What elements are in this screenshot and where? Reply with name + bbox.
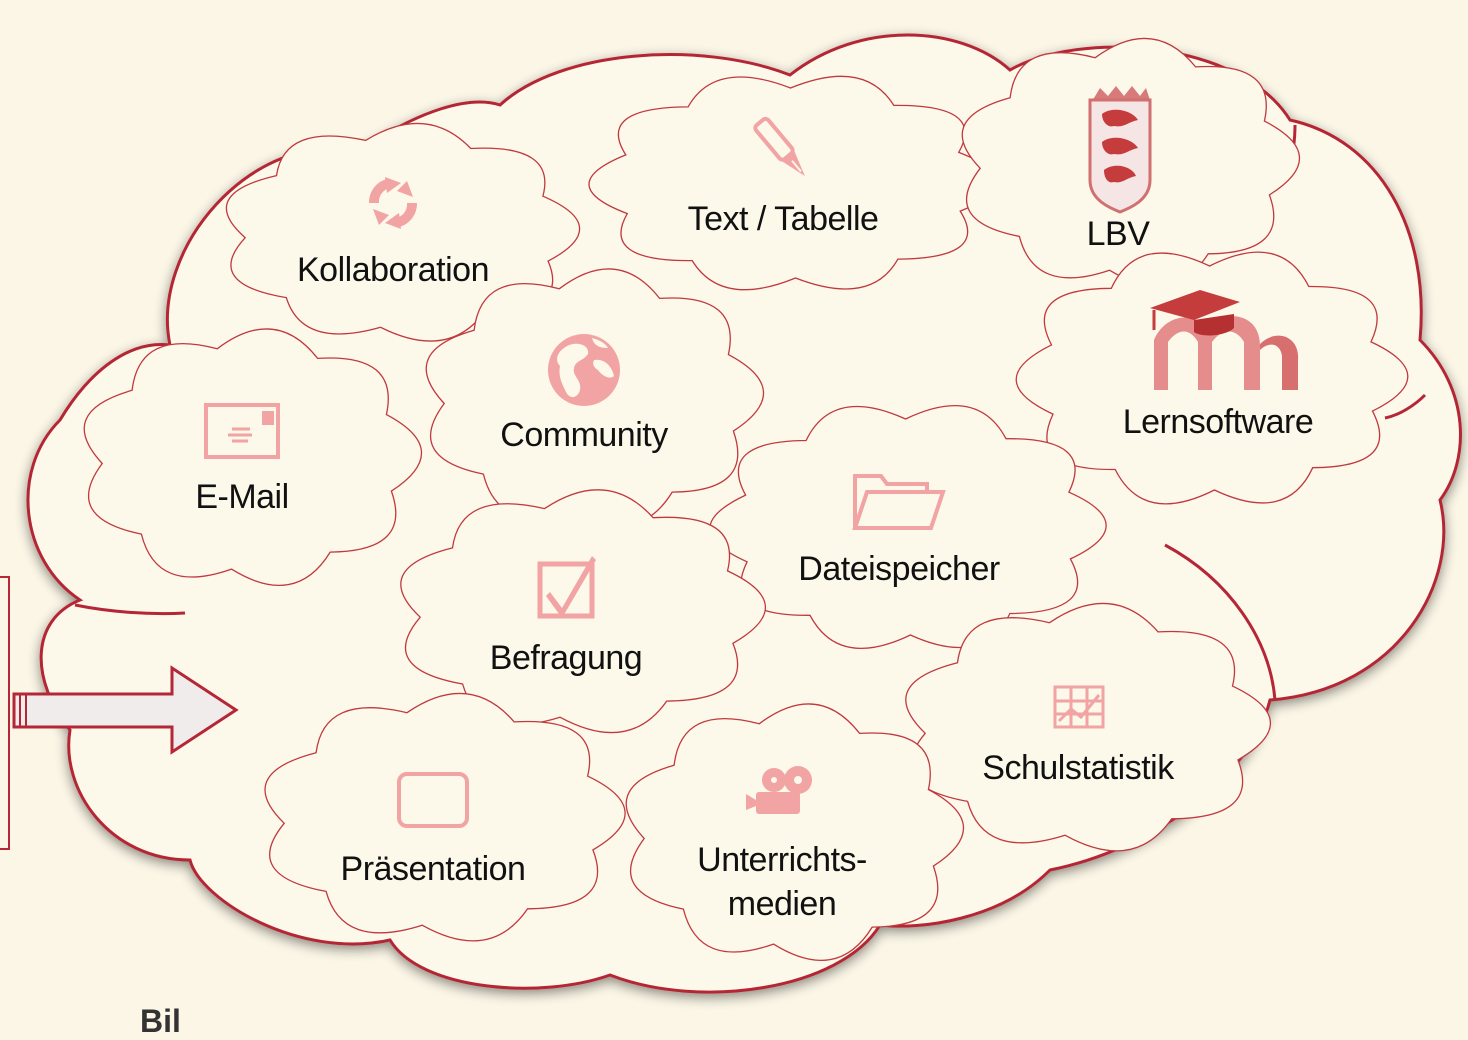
- label-schulstatistik: Schulstatistik: [982, 749, 1174, 787]
- small-cloud-text-tabelle: [588, 75, 998, 291]
- label-unterrichtsmedien: Unterrichts- medien: [697, 838, 867, 926]
- left-frame-edge: [0, 576, 10, 850]
- moodle-logo-icon: [1150, 290, 1299, 390]
- fountain-pen-icon: [753, 116, 805, 177]
- right-arrow-icon: [12, 665, 239, 755]
- globe-icon: [548, 334, 620, 406]
- chart-grid-icon: [1053, 685, 1105, 729]
- coat-of-arms-icon: [1088, 86, 1152, 214]
- label-unterrichtsmedien-line2: medien: [727, 885, 837, 923]
- cloud-diagram: [12, 33, 1462, 994]
- label-kollaboration: Kollaboration: [297, 251, 489, 289]
- small-cloud-praesentation: [264, 692, 626, 942]
- label-text-tabelle: Text / Tabelle: [687, 200, 879, 238]
- small-cloud-unterrichtsmedien: [625, 703, 965, 962]
- label-lernsoftware: Lernsoftware: [1122, 403, 1314, 441]
- label-dateispeicher: Dateispeicher: [798, 550, 1000, 588]
- folder-icon: [852, 474, 946, 530]
- small-cloud-kollaboration: [225, 122, 581, 342]
- label-unterrichtsmedien-line1: Unterrichts-: [697, 841, 867, 879]
- small-cloud-befragung: [400, 489, 766, 734]
- refresh-icon: [368, 177, 418, 229]
- screen-icon: [397, 772, 469, 828]
- envelope-icon: [204, 403, 280, 459]
- icons: [204, 86, 1299, 828]
- label-befragung: Befragung: [489, 639, 643, 677]
- label-community: Community: [500, 416, 668, 454]
- checkbox-icon: [537, 556, 596, 619]
- film-projector-icon: [746, 766, 812, 814]
- label-email: E-Mail: [195, 478, 289, 516]
- label-praesentation: Präsentation: [340, 850, 526, 888]
- label-lbv: LBV: [1086, 215, 1150, 253]
- bottom-caption: Bil: [140, 1003, 181, 1039]
